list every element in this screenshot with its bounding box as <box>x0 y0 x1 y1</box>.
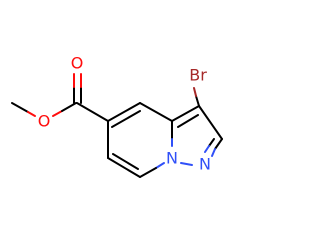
bond-c3-br-segment <box>193 87 197 97</box>
bond-ester-c-o <box>61 102 77 112</box>
bond-methyl-c-o <box>11 102 29 113</box>
bond-pyrazole-c3a-c3 <box>171 105 200 122</box>
bond-c3-br <box>195 95 200 107</box>
bond-pyrazole-c3-c2 <box>198 105 223 140</box>
bond-ring-c4-c3a <box>139 102 173 122</box>
bond-pyrazole-c2-n-segment <box>211 148 216 157</box>
bond-ring-n-c7 <box>139 167 157 178</box>
bond-pyrazole-c3a-c3-inner <box>177 114 199 128</box>
bond-pyrazole-c2-n-inner-segment <box>204 145 210 153</box>
ester-oxygen-label: O <box>38 112 51 131</box>
chemical-structure-diagram: Br O O N N <box>11 54 223 178</box>
bromine-atom-label: Br <box>189 66 207 85</box>
bond-ring-n-c7-segment <box>155 162 165 169</box>
bond-pyrazole-n-n <box>180 162 193 166</box>
carbonyl-oxygen-label: O <box>71 54 84 73</box>
bridgehead-nitrogen-label: N <box>166 149 178 168</box>
bond-ester-o-segment <box>52 110 63 117</box>
bond-methyl-o-segment <box>27 111 36 117</box>
bond-pyrazole-c2-n <box>214 138 223 150</box>
bond-ring-c4-c4-inner <box>111 110 141 128</box>
pyrazole-nitrogen-label: N <box>199 155 211 174</box>
bond-pyrazole-c2-n-inner <box>208 138 215 147</box>
bond-ring-c5-c4 <box>107 102 141 122</box>
bond-carbonyl-ring <box>76 102 109 122</box>
bond-ring-c7-c6 <box>107 157 141 178</box>
bond-ring-c7-c6-inner <box>112 153 139 170</box>
